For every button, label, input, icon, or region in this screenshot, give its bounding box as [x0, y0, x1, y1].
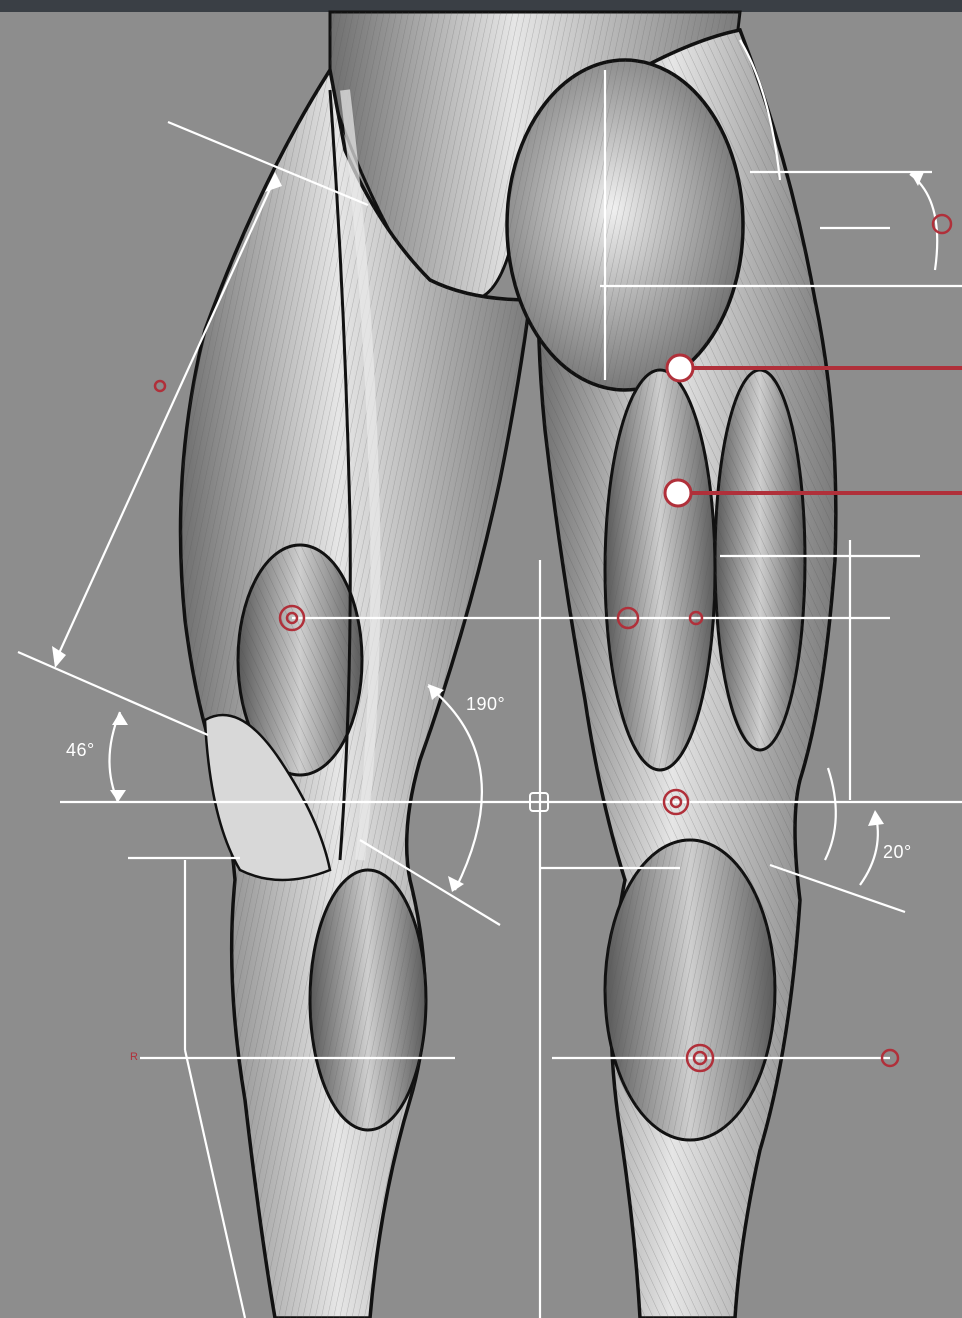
angle-label-mid: 190°	[466, 694, 505, 715]
angle-label-left: 46°	[66, 740, 95, 761]
mark-label-r: R	[130, 1051, 138, 1063]
callout-marker-gluteus	[667, 355, 693, 381]
angle-label-right: 20°	[883, 842, 912, 863]
marker-left-upper	[155, 381, 165, 391]
callout-marker-hamstring	[665, 480, 691, 506]
